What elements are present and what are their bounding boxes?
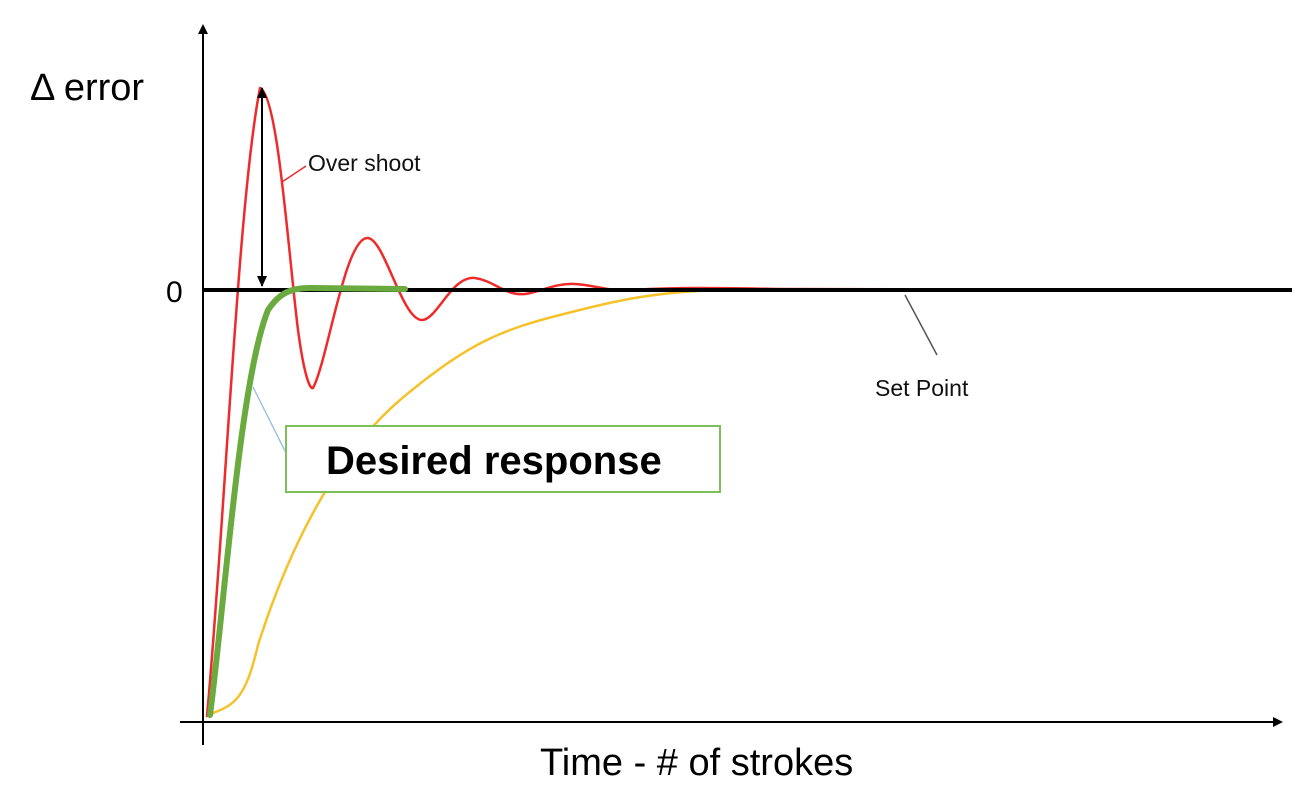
underdamped-response-curve	[205, 86, 1292, 718]
set-point-label: Set Point	[875, 375, 969, 401]
desired-response-leader-line	[252, 386, 288, 456]
overdamped-response-curve	[206, 288, 1292, 717]
y-axis-label: Δ error	[30, 67, 144, 109]
desired-response-curve	[207, 284, 408, 718]
x-axis-label: Time - # of strokes	[540, 742, 853, 784]
desired-response-box	[285, 425, 721, 493]
overshoot-leader-line	[281, 165, 307, 183]
overshoot-label: Over shoot	[308, 150, 421, 176]
zero-tick-label: 0	[166, 276, 183, 309]
desired-response-label: Desired response	[326, 439, 662, 483]
set-point-leader-line	[904, 294, 938, 356]
